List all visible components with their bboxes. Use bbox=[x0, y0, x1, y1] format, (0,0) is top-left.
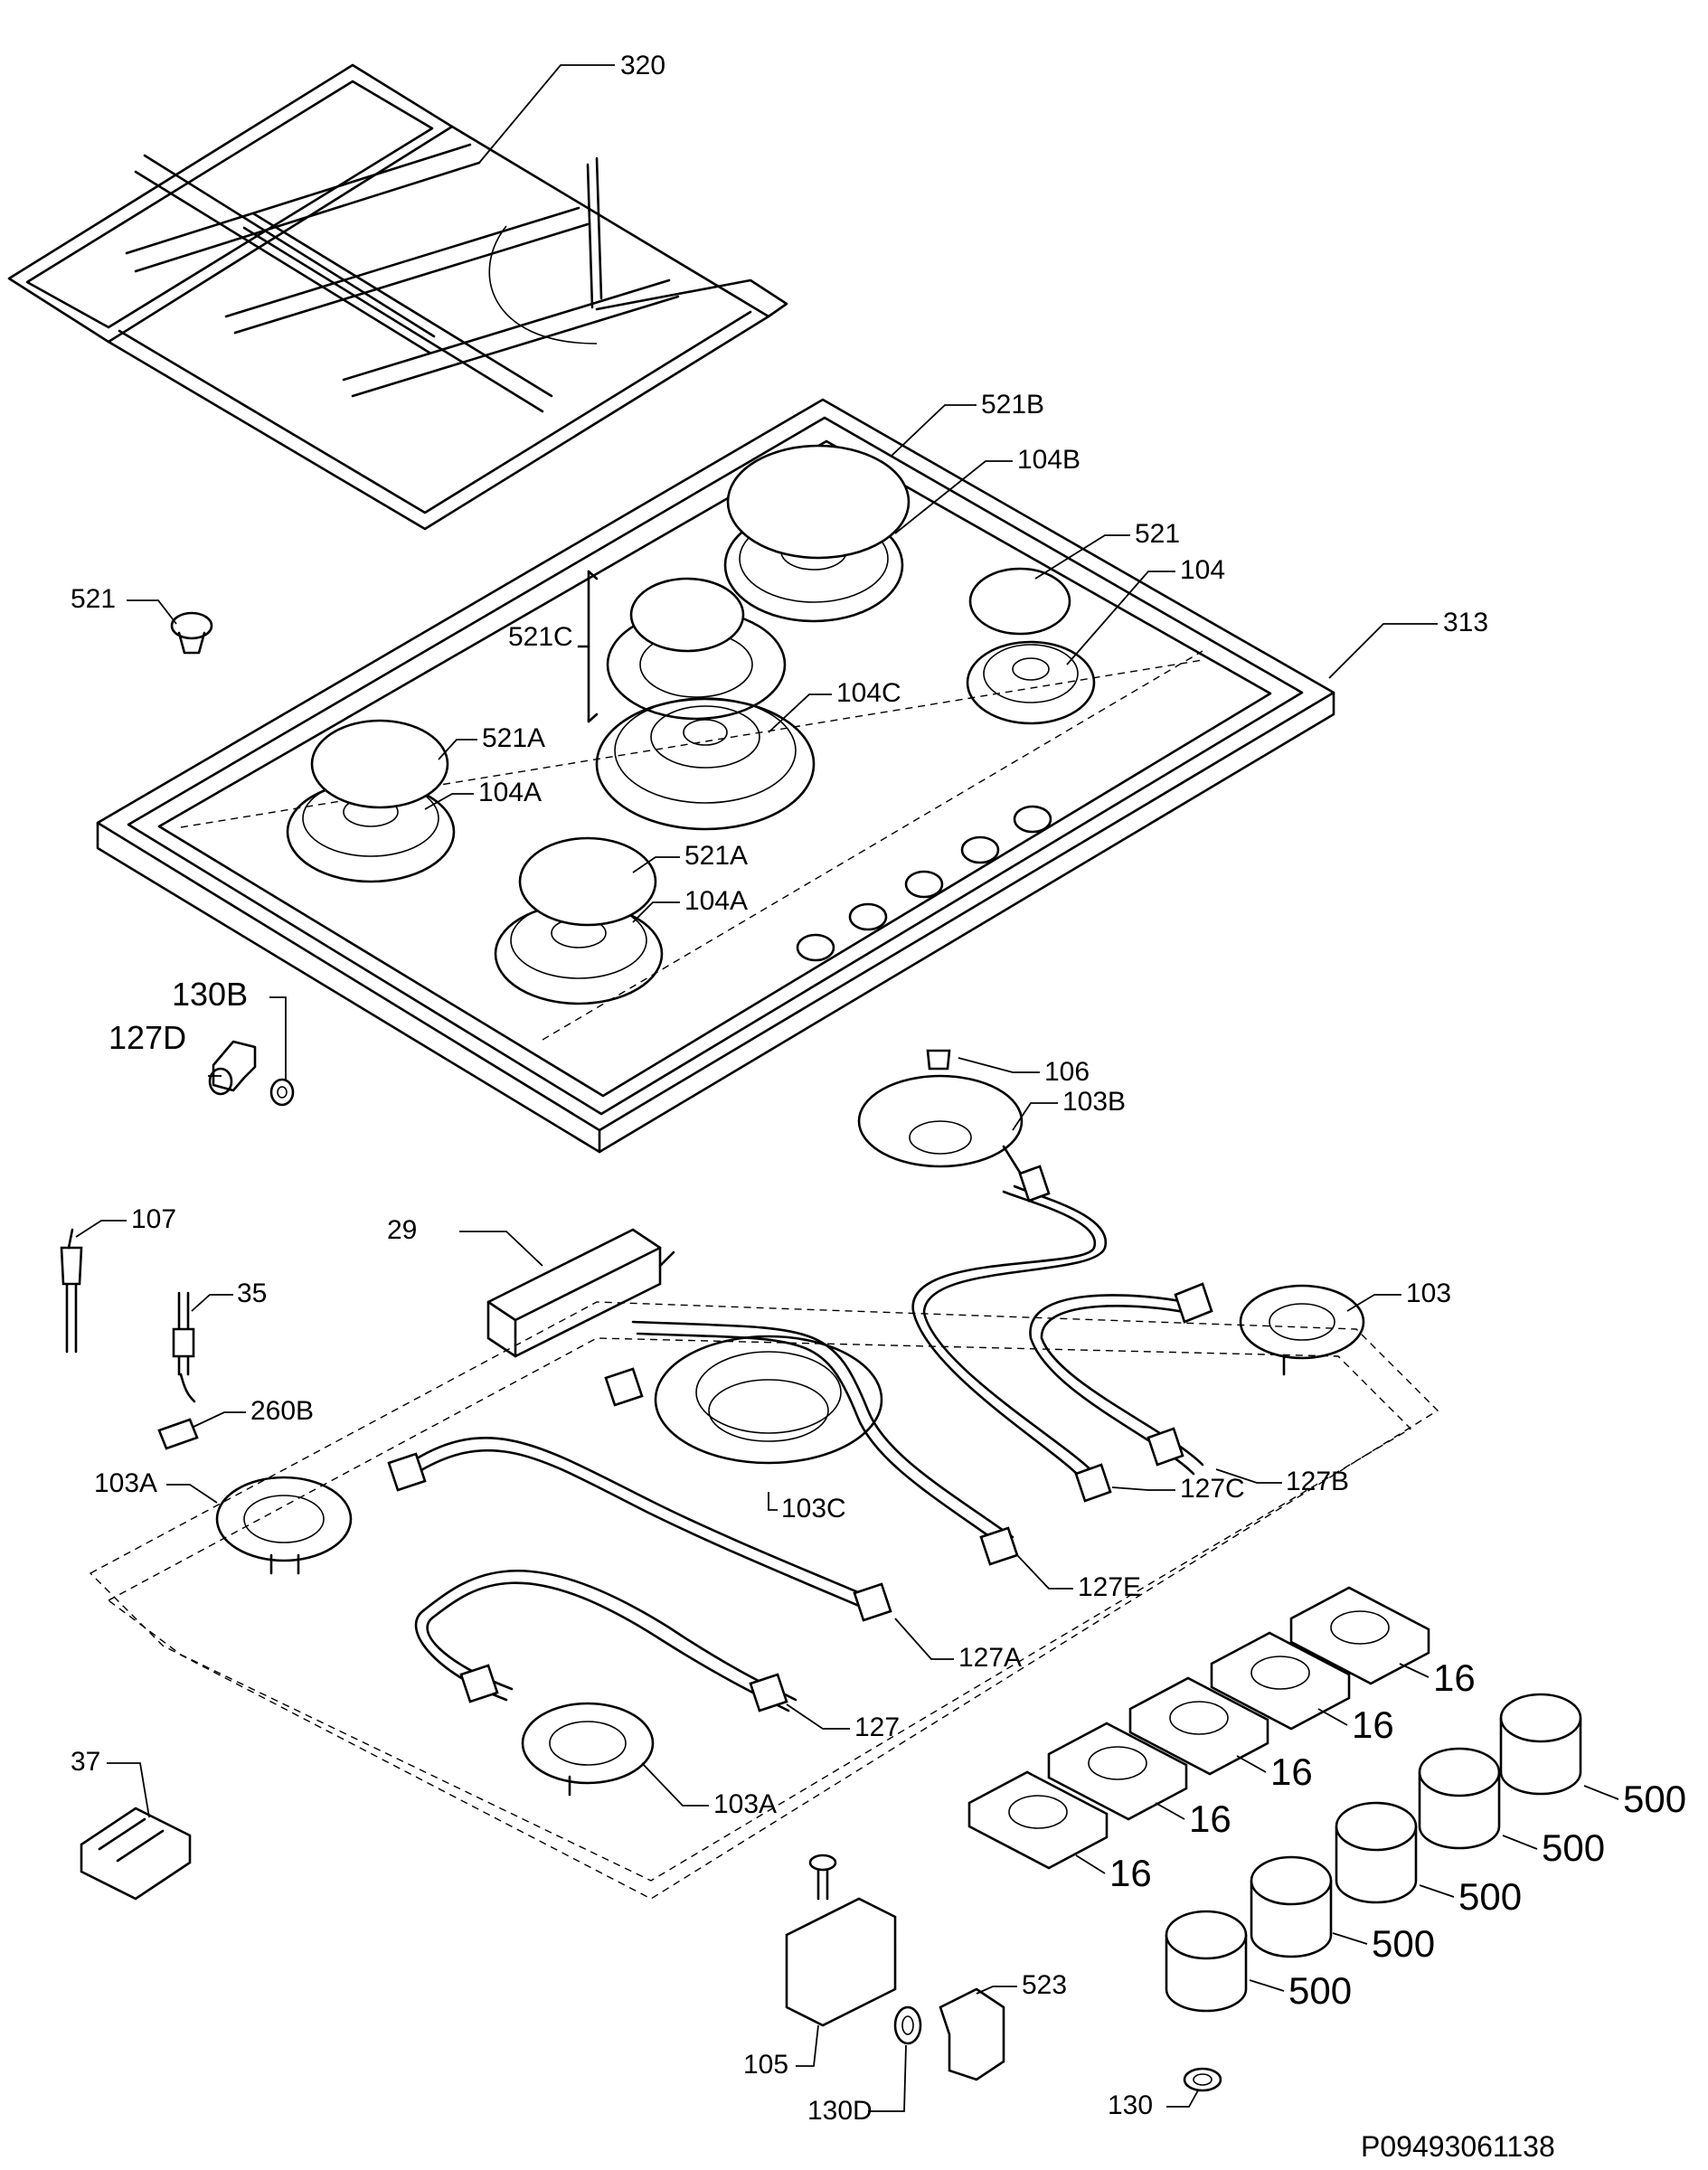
burner-base-103a-left bbox=[215, 1476, 353, 1575]
label-104a-1: 104A bbox=[478, 778, 542, 807]
label-127e: 127E bbox=[1078, 1572, 1141, 1602]
label-127d: 127D bbox=[109, 1019, 186, 1056]
seal-130 bbox=[1183, 2067, 1222, 2092]
label-103b: 103B bbox=[1062, 1087, 1126, 1117]
burner-104b bbox=[723, 444, 911, 623]
label-103c: 103C bbox=[781, 1494, 846, 1524]
label-500-4: 500 bbox=[1372, 1922, 1435, 1965]
label-521b: 521B bbox=[981, 390, 1044, 420]
electrode-107 bbox=[60, 1228, 83, 1354]
label-127c: 127C bbox=[1180, 1474, 1245, 1504]
label-130b: 130B bbox=[172, 976, 248, 1013]
terminal-block-37 bbox=[80, 1807, 192, 1901]
label-104b: 104B bbox=[1017, 445, 1080, 475]
label-105: 105 bbox=[743, 2050, 788, 2080]
label-29: 29 bbox=[387, 1215, 417, 1245]
clamp-523 bbox=[939, 1987, 1005, 2081]
label-260b: 260B bbox=[250, 1396, 314, 1426]
label-35: 35 bbox=[237, 1278, 267, 1308]
label-500-1: 500 bbox=[1623, 1778, 1686, 1820]
seal-130d bbox=[893, 2005, 922, 2045]
label-104c: 104C bbox=[836, 678, 901, 708]
burner-104 bbox=[966, 567, 1096, 725]
label-127a: 127A bbox=[958, 1643, 1022, 1673]
label-16-4: 16 bbox=[1189, 1797, 1231, 1840]
label-500-3: 500 bbox=[1458, 1875, 1522, 1918]
label-16-1: 16 bbox=[1433, 1656, 1476, 1699]
knob-cap-521 bbox=[170, 611, 213, 655]
label-130: 130 bbox=[1108, 2090, 1153, 2120]
label-521-cap: 521 bbox=[71, 584, 116, 614]
label-500-5: 500 bbox=[1288, 1969, 1352, 2012]
label-127: 127 bbox=[854, 1712, 900, 1742]
burner-base-103c bbox=[654, 1335, 883, 1465]
part-labels: 320 521B 104B 521 104 313 521C 104C 521A… bbox=[71, 51, 1686, 2163]
label-521c: 521C bbox=[508, 622, 573, 652]
burner-base-103 bbox=[1239, 1284, 1365, 1376]
label-127b: 127B bbox=[1286, 1467, 1349, 1496]
elbow-127d bbox=[208, 1040, 295, 1107]
burner-base-103a-front bbox=[521, 1702, 655, 1797]
gas-tap-105 bbox=[785, 1854, 897, 2027]
label-523: 523 bbox=[1022, 1970, 1067, 2000]
burner-104a-front bbox=[494, 836, 664, 1005]
burner-base-103b bbox=[857, 1049, 1024, 1177]
drawing-code: P09493061138 bbox=[1361, 2130, 1555, 2163]
tap-holders-16 bbox=[967, 1586, 1430, 1870]
label-521a-1: 521A bbox=[482, 723, 545, 753]
label-16-5: 16 bbox=[1109, 1852, 1152, 1894]
label-500-2: 500 bbox=[1542, 1826, 1605, 1869]
label-104: 104 bbox=[1180, 555, 1225, 585]
label-521: 521 bbox=[1135, 519, 1180, 549]
leader-lines bbox=[75, 64, 1619, 2112]
ignition-module-29 bbox=[486, 1228, 675, 1358]
label-106: 106 bbox=[1044, 1057, 1090, 1087]
label-313: 313 bbox=[1443, 608, 1488, 637]
hob-top-313 bbox=[96, 398, 1335, 1154]
gas-pipes bbox=[387, 1165, 1213, 1712]
control-knobs-500 bbox=[1165, 1693, 1582, 2013]
label-130d: 130D bbox=[807, 2096, 873, 2126]
label-521a-2: 521A bbox=[684, 841, 748, 871]
label-103: 103 bbox=[1406, 1278, 1451, 1308]
clip-260b bbox=[157, 1418, 199, 1450]
label-16-2: 16 bbox=[1352, 1703, 1394, 1746]
pan-support-320 bbox=[7, 63, 788, 531]
knob-holes bbox=[796, 805, 1052, 962]
label-107: 107 bbox=[131, 1204, 176, 1234]
label-320: 320 bbox=[620, 51, 665, 80]
label-104a-2: 104A bbox=[684, 886, 748, 916]
thermocouple-35 bbox=[172, 1291, 196, 1403]
label-16-3: 16 bbox=[1270, 1750, 1313, 1793]
label-103a-1: 103A bbox=[94, 1468, 157, 1498]
label-37: 37 bbox=[71, 1747, 100, 1777]
burner-104c bbox=[577, 570, 816, 831]
label-103a-2: 103A bbox=[713, 1789, 777, 1819]
burner-104a-left bbox=[286, 719, 456, 883]
base-tray-outline bbox=[89, 1301, 1439, 1900]
